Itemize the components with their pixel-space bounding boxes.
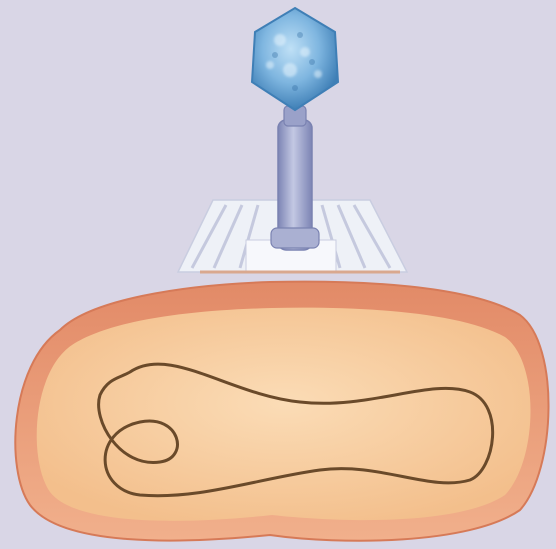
phage-head	[252, 8, 338, 110]
bacterial-cytoplasm	[37, 308, 531, 521]
phage-tail-sheath	[271, 106, 319, 250]
